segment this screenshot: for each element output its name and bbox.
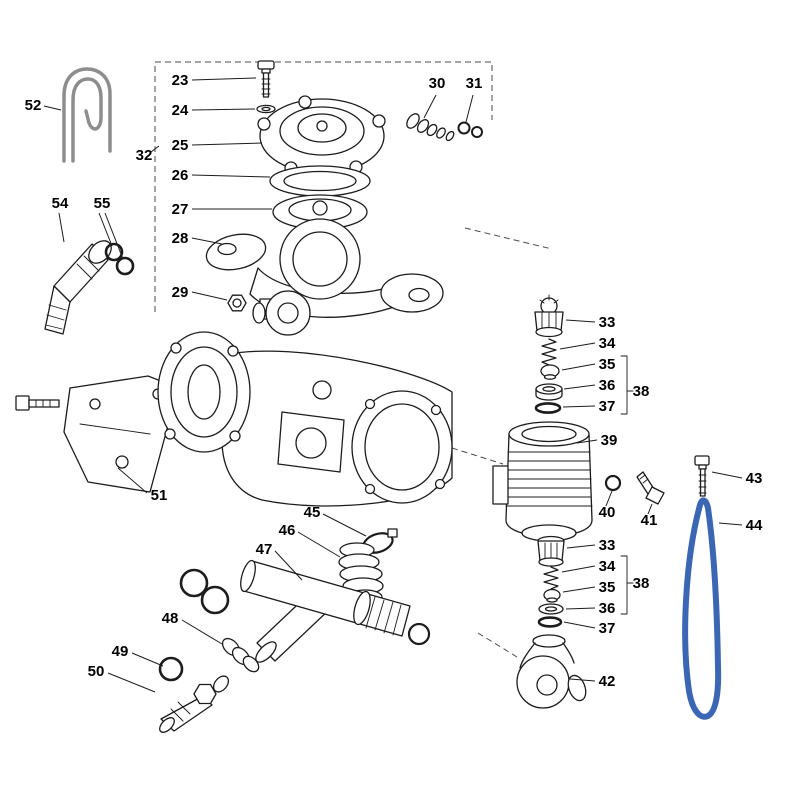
part-label-28: 28 <box>172 230 189 247</box>
barb-fitting-50 <box>159 675 230 733</box>
bolt-23 <box>257 60 275 98</box>
part-label-32: 32 <box>136 147 153 164</box>
poppet-35-lower <box>543 588 561 603</box>
oring-49 <box>158 656 184 682</box>
nut-29 <box>227 294 247 312</box>
part-label-37-lower: 37 <box>599 620 616 637</box>
valve-seat-36-upper <box>535 383 563 401</box>
pipe-oring-right <box>407 622 431 646</box>
part-label-50: 50 <box>88 663 105 680</box>
adapter-48 <box>221 637 260 673</box>
part-label-31: 31 <box>466 75 483 92</box>
part-label-34-upper: 34 <box>599 335 616 352</box>
part-label-45: 45 <box>304 504 321 521</box>
washer-40 <box>604 474 622 492</box>
construction-lines <box>154 61 553 658</box>
part-label-23: 23 <box>172 72 189 89</box>
spring-34-lower <box>543 566 559 590</box>
part-label-26: 26 <box>172 167 189 184</box>
part-label-33-upper: 33 <box>599 314 616 331</box>
part-label-46: 46 <box>279 522 296 539</box>
leader-lines <box>43 77 743 693</box>
part-label-30: 30 <box>429 75 446 92</box>
part-label-40: 40 <box>599 504 616 521</box>
elbow-fitting-54 <box>44 240 112 335</box>
outlet-elbow-42 <box>516 634 587 709</box>
oring-37-lower <box>537 616 563 628</box>
pump-head-28 <box>205 218 444 336</box>
part-label-24: 24 <box>172 102 189 119</box>
washer-24 <box>256 104 276 114</box>
part-label-36-lower: 36 <box>599 600 616 617</box>
bracket-51 <box>63 375 185 493</box>
part-label-41: 41 <box>641 512 658 529</box>
part-label-33-lower: 33 <box>599 537 616 554</box>
part-label-36-upper: 36 <box>599 377 616 394</box>
part-label-42: 42 <box>599 673 616 690</box>
valve-seat-36-lower <box>538 603 564 615</box>
part-label-52: 52 <box>25 97 42 114</box>
bolt-41 <box>636 471 665 505</box>
part-label-34-lower: 34 <box>599 558 616 575</box>
bolt-43 <box>694 455 710 497</box>
head-cover-25 <box>257 95 386 175</box>
part-label-47: 47 <box>256 541 273 558</box>
part-label-38-upper: 38 <box>633 383 650 400</box>
part-label-25: 25 <box>172 137 189 154</box>
part-labels: 52 23 24 32 25 26 27 28 29 30 31 54 55 3… <box>25 72 763 690</box>
part-label-35-upper: 35 <box>599 356 616 373</box>
wire-clip-52 <box>62 67 112 163</box>
part-label-54: 54 <box>52 195 69 212</box>
part-label-29: 29 <box>172 284 189 301</box>
oring-37-upper <box>534 402 562 414</box>
valve-cage-33-upper <box>534 294 564 338</box>
pipe-orings-left <box>179 568 230 615</box>
spring-34-upper <box>541 338 557 366</box>
orings-55 <box>104 242 135 276</box>
group-brackets-38 <box>620 355 634 615</box>
strap-44 <box>682 497 722 720</box>
valve-kit-30 <box>406 113 455 142</box>
part-label-51: 51 <box>151 487 168 504</box>
part-label-43: 43 <box>746 470 763 487</box>
manifold-39 <box>492 421 593 542</box>
part-label-35-lower: 35 <box>599 579 616 596</box>
part-label-37-upper: 37 <box>599 398 616 415</box>
part-label-38-lower: 38 <box>633 575 650 592</box>
part-label-49: 49 <box>112 643 129 660</box>
pump-body <box>157 331 453 507</box>
poppet-35-upper <box>540 364 560 380</box>
part-label-55: 55 <box>94 195 111 212</box>
part-label-48: 48 <box>162 610 179 627</box>
part-label-44: 44 <box>746 517 763 534</box>
plate-26 <box>269 165 371 197</box>
tee-pipe-47 <box>240 559 411 663</box>
valve-cage-33-lower <box>537 535 565 567</box>
diaphragm-27 <box>272 194 368 230</box>
hose-connector-46 <box>338 542 384 605</box>
part-label-27: 27 <box>172 201 189 218</box>
part-label-39: 39 <box>601 432 618 449</box>
mount-bolt <box>15 395 60 411</box>
orings-31 <box>457 121 483 138</box>
